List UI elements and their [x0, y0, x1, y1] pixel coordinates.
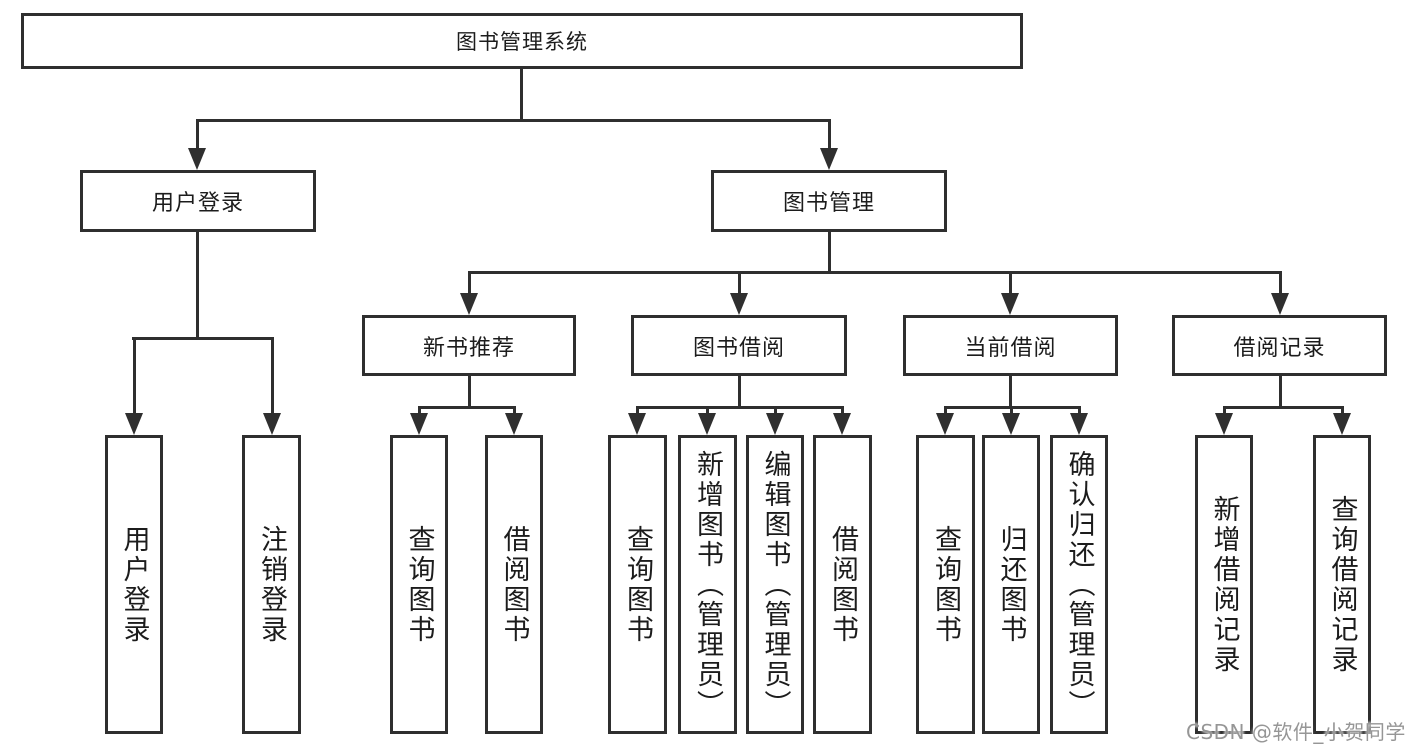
arrowhead-down-icon [263, 413, 281, 435]
arrowhead-down-icon [460, 293, 478, 315]
connector-hline [636, 406, 844, 409]
node-user-login: 用户登录 [80, 170, 316, 232]
leaf-add-books-admin: 新增图书（管理员） [678, 435, 737, 734]
leaf-borrow-books-borrowing: 借阅图书 [813, 435, 872, 734]
connector-line [774, 406, 777, 418]
leaf-borrow-books-recommend: 借阅图书 [485, 435, 543, 734]
connector-book-mgmt-hline [468, 271, 1282, 274]
arrowhead-down-icon [936, 413, 954, 435]
connector-line [1279, 271, 1282, 295]
connector-line [196, 119, 199, 155]
connector-line [1009, 271, 1012, 295]
connector-line [841, 406, 844, 418]
connector-line [418, 406, 421, 418]
connector-line [133, 337, 136, 415]
connector-stem [1009, 373, 1012, 409]
arrowhead-down-icon [188, 148, 206, 170]
node-new-book-recommend: 新书推荐 [362, 315, 576, 376]
arrowhead-down-icon [1001, 293, 1019, 315]
connector-user-login-hline [132, 337, 274, 340]
arrowhead-down-icon [730, 293, 748, 315]
connector-stem [738, 373, 741, 409]
connector-book-mgmt-stem [828, 230, 831, 274]
connector-line [1341, 406, 1344, 418]
leaf-confirm-return-admin: 确认归还（管理员） [1050, 435, 1108, 734]
arrowhead-down-icon [628, 413, 646, 435]
arrowhead-down-icon [1333, 413, 1351, 435]
connector-root-hline [196, 119, 831, 122]
connector-line [636, 406, 639, 418]
connector-stem [1279, 373, 1282, 409]
leaf-user-login: 用户登录 [105, 435, 163, 734]
node-book-management: 图书管理 [711, 170, 947, 232]
leaf-query-borrow-record: 查询借阅记录 [1313, 435, 1371, 734]
connector-hline [418, 406, 516, 409]
leaf-query-books-borrowing: 查询图书 [608, 435, 667, 734]
node-borrow-records: 借阅记录 [1172, 315, 1387, 376]
leaf-return-books: 归还图书 [982, 435, 1040, 734]
leaf-logout: 注销登录 [242, 435, 301, 734]
node-book-borrowing: 图书借阅 [631, 315, 847, 376]
arrowhead-down-icon [1002, 413, 1020, 435]
connector-root-stem [520, 66, 523, 122]
arrowhead-down-icon [766, 413, 784, 435]
arrowhead-down-icon [1215, 413, 1233, 435]
connector-line [1078, 406, 1081, 418]
arrowhead-down-icon [833, 413, 851, 435]
arrowhead-down-icon [820, 148, 838, 170]
connector-line [944, 406, 947, 418]
connector-line [513, 406, 516, 418]
leaf-query-books-current: 查询图书 [916, 435, 975, 734]
connector-hline [1223, 406, 1343, 409]
connector-line [706, 406, 709, 418]
arrowhead-down-icon [505, 413, 523, 435]
node-root: 图书管理系统 [21, 13, 1023, 69]
connector-line [738, 271, 741, 295]
connector-line [828, 119, 831, 155]
arrowhead-down-icon [1070, 413, 1088, 435]
connector-line [271, 337, 274, 415]
leaf-add-borrow-record: 新增借阅记录 [1195, 435, 1253, 734]
leaf-query-books-recommend: 查询图书 [390, 435, 448, 734]
arrowhead-down-icon [125, 413, 143, 435]
connector-line [1010, 406, 1013, 418]
arrowhead-down-icon [698, 413, 716, 435]
arrowhead-down-icon [410, 413, 428, 435]
leaf-edit-books-admin: 编辑图书（管理员） [746, 435, 804, 734]
connector-line [468, 271, 471, 295]
arrowhead-down-icon [1271, 293, 1289, 315]
watermark: CSDN @软件_小贺同学 [1186, 720, 1405, 744]
connector-user-login-stem [196, 230, 199, 340]
node-current-borrowing: 当前借阅 [903, 315, 1118, 376]
connector-stem [468, 373, 471, 409]
connector-line [1223, 406, 1226, 418]
